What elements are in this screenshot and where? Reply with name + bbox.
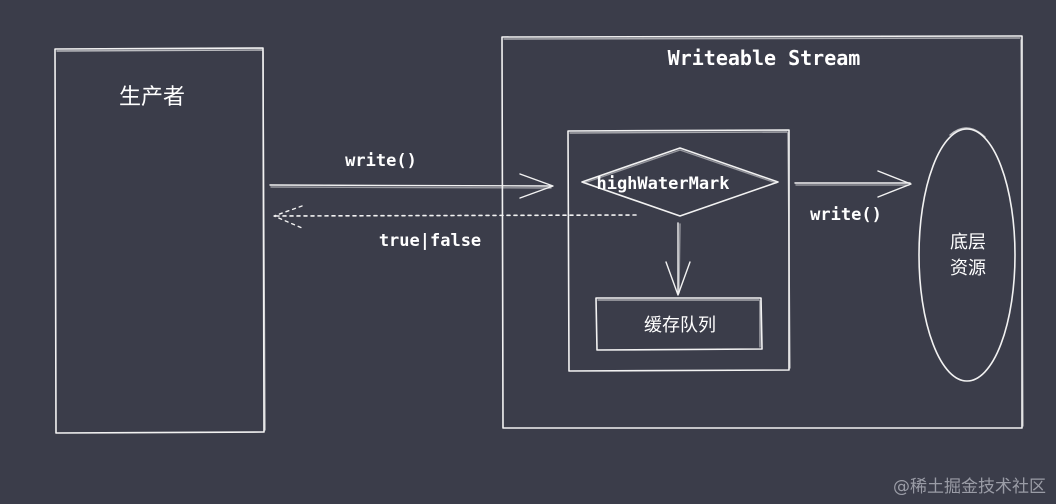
- underlying-resource-node: 底层 资源: [918, 127, 1016, 382]
- write-arrow-out-label: write(): [810, 205, 882, 225]
- producer-node: 生产者: [54, 47, 266, 434]
- underlying-resource-line1: 底层: [950, 232, 986, 253]
- arrow-to-queue: [665, 222, 691, 296]
- high-water-mark-label: highWaterMark: [596, 174, 729, 194]
- underlying-resource-ellipse: [918, 128, 1016, 382]
- buffer-box: [567, 129, 790, 372]
- cache-queue-node: 缓存队列: [595, 297, 763, 351]
- producer-box: [54, 47, 265, 434]
- buffer-container: [567, 129, 791, 372]
- cache-queue-box: [595, 297, 763, 351]
- writeable-stream-box: [501, 35, 1023, 429]
- producer-label: 生产者: [119, 85, 185, 110]
- write-arrow-in: write(): [269, 151, 554, 199]
- writeable-stream-node: Writeable Stream: [501, 35, 1024, 429]
- watermark-text: @稀土掘金技术社区: [893, 477, 1046, 497]
- writeable-stream-title: Writeable Stream: [668, 46, 861, 70]
- high-water-mark-node: highWaterMark: [581, 147, 779, 217]
- return-value-arrow: true|false: [273, 205, 637, 251]
- cache-queue-label: 缓存队列: [644, 315, 716, 336]
- write-arrow-in-label: write(): [345, 151, 417, 171]
- return-value-label: true|false: [379, 231, 481, 251]
- underlying-resource-line2: 资源: [950, 258, 986, 279]
- high-water-mark-diamond: [581, 147, 779, 217]
- write-arrow-out: write(): [794, 170, 912, 225]
